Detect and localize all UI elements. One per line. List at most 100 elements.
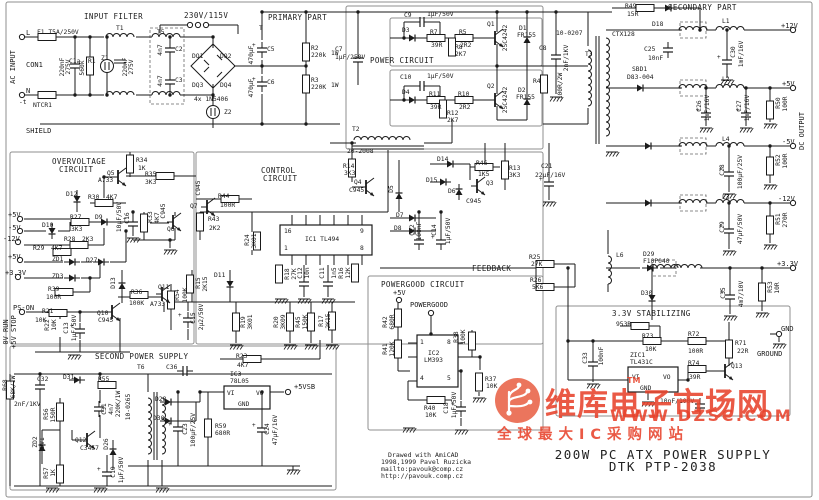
schematic-label: 5 <box>447 375 451 382</box>
ground-icon <box>729 250 734 256</box>
schematic-label: R49 <box>625 3 637 10</box>
ground-icon <box>461 429 466 435</box>
schematic-label: T6 <box>137 364 145 371</box>
ground-icon <box>233 344 237 350</box>
schematic-label: 8 <box>447 339 451 346</box>
schematic-label: 100K <box>460 329 467 344</box>
resistor <box>758 282 766 302</box>
terminal <box>789 264 797 272</box>
resistor <box>535 260 555 268</box>
schematic-label: R54 <box>174 289 181 301</box>
ground-icon <box>332 344 337 350</box>
junction-dot <box>78 310 82 314</box>
schematic-label: L2 <box>722 76 730 83</box>
schematic-label: GROUND <box>757 350 782 358</box>
schematic-label: T2 <box>352 126 360 133</box>
schematic-label: PS-ON <box>13 304 34 312</box>
ground-icon <box>167 249 171 255</box>
schematic-label: 2K15 <box>202 276 209 291</box>
schematic-label: 3K3 <box>145 179 157 186</box>
junction-dot <box>728 266 732 270</box>
schematic-label: AC INPUT <box>9 49 17 84</box>
resistor <box>328 311 336 331</box>
ground-icon <box>55 487 60 493</box>
schematic-label: R73 <box>642 333 654 340</box>
terminal <box>789 84 797 92</box>
plus-mark: + <box>123 216 127 223</box>
transistor <box>494 28 504 36</box>
schematic-label: C26 <box>696 100 703 112</box>
junction-dot <box>525 10 529 14</box>
schematic-label: R24 <box>244 234 251 246</box>
section-box <box>389 69 543 127</box>
schematic-label: C19 <box>110 466 117 478</box>
ground-icon <box>552 201 557 207</box>
resistor <box>426 34 446 42</box>
schematic-label: 15R <box>627 11 639 18</box>
schematic-label: R74 <box>688 360 700 367</box>
resistor <box>37 33 57 41</box>
diode <box>409 214 415 222</box>
schematic-label: ZD2 <box>32 436 39 448</box>
junction-dot <box>260 122 264 126</box>
junction-dot <box>168 238 172 242</box>
schematic-label: C3 <box>175 77 183 84</box>
winding-coil <box>607 255 612 285</box>
diode <box>447 160 453 168</box>
schematic-label: R44 <box>218 193 230 200</box>
schematic-label: R37 <box>485 376 497 383</box>
schematic-label: 39R <box>431 42 443 49</box>
ic-box <box>416 334 459 388</box>
junction-dot <box>554 10 558 14</box>
resistor <box>351 263 359 283</box>
schematic-label: R15 <box>195 277 202 289</box>
schematic-label: Q13 <box>731 363 743 370</box>
schematic-label: 22µF/16V <box>535 172 566 179</box>
transistor <box>116 317 120 321</box>
schematic-label: DC OUTPUT <box>798 111 806 150</box>
transistor <box>122 182 126 186</box>
junction-dot <box>350 141 354 145</box>
ground-icon <box>163 249 168 255</box>
ground-icon <box>482 397 487 403</box>
schematic-label: D26 <box>103 438 110 450</box>
varistor <box>100 59 114 73</box>
schematic-label: 0V RUN <box>2 319 10 344</box>
ground-icon <box>770 244 775 250</box>
schematic-label: 10nF/100V <box>660 398 694 405</box>
schematic-label: 1mF/16V <box>704 95 711 122</box>
ground-icon <box>782 343 787 349</box>
schematic-label: C945 <box>160 203 167 218</box>
junction-dot <box>304 122 308 126</box>
ground-icon <box>239 344 244 350</box>
schematic-label: R34 <box>136 157 148 164</box>
schematic-label: 100R <box>782 96 789 111</box>
schematic-label: Q7 <box>190 203 198 210</box>
schematic-label: 3K3 <box>509 172 521 179</box>
junction-dot <box>304 64 308 68</box>
resistor <box>126 154 134 174</box>
schematic-label: 4m7/10V <box>738 281 745 308</box>
schematic-label: 4n7 <box>157 44 164 56</box>
schematic-label: C10 <box>400 74 412 81</box>
schematic-label: +3.3V <box>777 260 799 268</box>
schematic-label: 4n7 <box>157 75 164 87</box>
schematic-label: VO <box>256 390 264 397</box>
ground-icon <box>765 312 770 318</box>
schematic-label: R7 <box>430 29 438 36</box>
schematic-label: 16 <box>284 228 292 235</box>
ground-icon <box>290 469 294 475</box>
schematic-label: R26 <box>530 277 542 284</box>
schematic-label: D11 <box>214 272 226 279</box>
plus-mark: + <box>717 54 721 61</box>
schematic-label: R35 <box>145 171 157 178</box>
ground-icon <box>759 312 763 318</box>
junction-dot <box>566 339 570 343</box>
schematic-label: 230V/115V <box>184 11 228 20</box>
schematic-label: D13 <box>110 277 117 289</box>
ground-icon <box>586 383 591 389</box>
schematic-label: R50 <box>775 97 782 109</box>
schematic-label: D31 <box>63 374 75 381</box>
schematic-label: C30 <box>730 46 737 58</box>
ground-icon <box>162 487 167 493</box>
